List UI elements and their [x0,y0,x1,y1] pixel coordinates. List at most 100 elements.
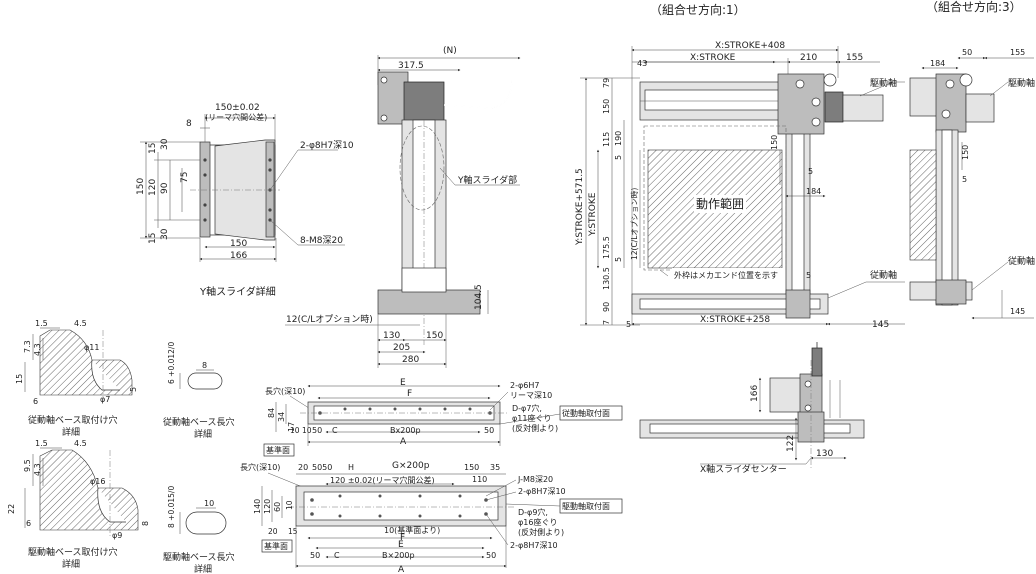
dim-a-drive: A [398,565,405,574]
plan-combo1: X:STROKE+408 X:STROKE 43 210 155 駆動軸 動作 [575,41,905,330]
dim-280: 280 [402,355,419,365]
dim-30a: 30 [160,138,170,150]
dim-155: 155 [846,53,863,63]
driven-mount-face: 従動軸取付面 [562,408,610,418]
driven-slot-label: 長穴(深10) [265,386,305,396]
dim-8: 8 [186,119,192,129]
dim-a-driven: A [400,437,407,447]
dim-150: 150 [426,331,443,341]
plan-combo3: 50 155 184 駆動軸 150 5 従動軸 145 [909,48,1035,320]
dim-145-3: 145 [1010,307,1025,316]
drive-slot-label: 長穴(深10) [240,462,280,472]
dim-50a-driven: 50 [312,426,322,435]
y-stroke-571: Y:STROKE+571.5 [575,168,585,246]
dim-120tol: 120 ±0.02(リーマ穴間公差) [330,475,435,485]
dim-150-3: 150 [961,145,970,160]
cl-option: 12(C/Lオプション時) [286,314,373,325]
dim-34: 34 [277,412,286,422]
drive-base-slot-detail: 10 8 +0.015/0 駆動軸ベース長穴 詳細 [163,486,235,574]
dim-22: 22 [7,504,16,514]
dim-5c: 5 [808,167,813,176]
driven-base-plate: 長穴(深10) E F 2-φ6H7 リーマ深10 D-φ7穴, φ11座ぐり … [263,378,623,457]
dim-gx200p: G×200p [392,461,430,471]
y-slider-detail: 150±0.02 (リーマ穴間公差) 8 150 166 150 120 90 … [136,103,354,298]
dim-10-slot: 10 [204,499,214,508]
phi16-spot: φ16座ぐり [518,517,557,527]
dim-phi16: φ16 [90,477,105,486]
dim-150-tol: 150±0.02 [215,103,260,113]
y-stroke: Y:STROKE [588,192,598,237]
dim-17: 17 [287,422,296,432]
header-combo3: （組合せ方向:3） [926,0,1022,14]
dim-79: 79 [602,78,611,88]
dim-20b: 20 [268,527,278,536]
drive-hole-title-1: 駆動軸ベース取付け穴 [28,546,118,558]
y-slider-label: Y軸スライダ部 [457,174,517,186]
drive-slot-title-2: 詳細 [194,563,212,574]
dim-150-r: 150 [770,135,779,150]
driven-base-slot-detail: 8 6 +0.012/0 従動軸ベース長穴 詳細 [163,342,235,440]
dim-e-driven: E [400,378,406,388]
hole-2phi8h7: 2-φ8H7深10 [300,140,354,151]
dim-140: 140 [253,499,262,514]
dim-145: 145 [872,320,889,330]
dim-184: 184 [806,187,821,196]
dim-5: 5 [129,387,138,392]
ref-from: 10(基準面より) [384,525,440,535]
driven-base-hole-detail: 1.5 4.5 7.3 4.3 φ11 15 5 6 φ7 従動軸ベース取付け穴… [15,319,138,438]
dim-4-3-b: 4.3 [33,463,42,476]
drive-axis-3: 駆動軸 [1008,77,1035,89]
dim-8-b: 8 [141,521,150,526]
dim-4-3: 4.3 [33,343,42,356]
dim-15: 15 [288,527,298,536]
dim-10-left: 10 [285,500,294,510]
d-phi9: D-φ9穴, [518,507,548,517]
drive-base-plate: 長穴(深10) 20 5050 H G×200p 150 35 120 ±0.0… [240,461,623,574]
dim-150-left: 150 [136,178,146,195]
dim-7: 7 [602,320,611,325]
j-m8: J-M8深20 [517,475,553,484]
dim-166: 166 [230,251,247,261]
reamer-10: リーマ深10 [510,391,552,400]
d-phi7: D-φ7穴, [512,403,542,413]
drive-slot-title-1: 駆動軸ベース長穴 [163,551,235,563]
dim-130-5: 130.5 [602,267,611,290]
dim-15a: 15 [148,143,158,154]
dim-15: 15 [15,374,24,384]
dim-6: 6 [33,397,38,406]
dim-f-driven: F [407,389,412,399]
dim-e-drive: E [398,540,404,550]
dim-9-5: 9.5 [23,459,32,472]
opposite-drive: (反対側より) [518,527,564,537]
dim-104-5: 104.5 [474,284,484,310]
dim-7-3: 7.3 [23,340,32,353]
dim-155: 155 [1010,48,1025,57]
dim-30b: 30 [160,228,170,240]
driven-ref-face: 基準面 [266,445,290,455]
dim-120: 120 [148,179,158,196]
dim-f-drive: F [400,533,405,543]
dim-5a: 5 [614,155,623,160]
dim-n: (N) [443,46,457,56]
dim-120-left: 120 [263,499,272,514]
drive-base-hole-detail: 1.5 4.5 9.5 4.3 φ16 22 8 6 φ9 駆動軸ベース取付け穴… [7,439,150,570]
work-area: 動作範囲 [696,196,744,211]
x-slider-center: 166 122 130 X軸スライダセンター [639,342,865,475]
drive-ref-face: 基準面 [264,541,288,551]
x-stroke: X:STROKE [690,53,736,63]
x-stroke-408: X:STROKE+408 [715,41,785,51]
x-center-label: X軸スライダセンター [700,463,787,475]
driven-slot-title-1: 従動軸ベース長穴 [163,416,235,428]
dim-190: 190 [614,131,623,146]
dim-bx200p-driven: Bx200p [390,426,421,435]
dim-phi11: φ11 [84,343,99,352]
driven-slot-title-2: 詳細 [194,428,212,440]
phi8h7-a: 2-φ8H7深10 [518,487,566,496]
dim-60: 60 [273,502,282,512]
cl-option-v: 12(C/Lオプション時) [630,188,639,260]
phi11-spot: φ11座ぐり [512,413,551,423]
dim-150-bottom: 150 [230,239,247,249]
dim-10a: 10 [290,426,300,435]
dim-50: 50 [962,48,972,57]
